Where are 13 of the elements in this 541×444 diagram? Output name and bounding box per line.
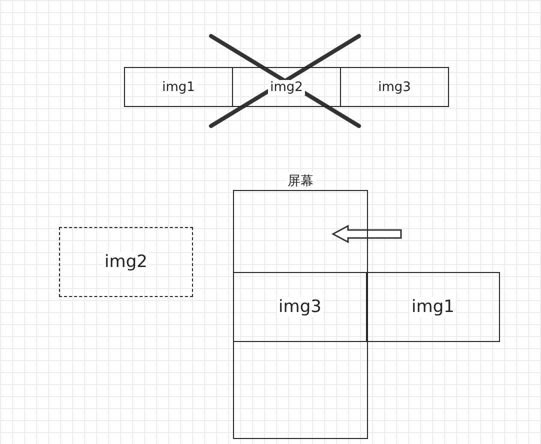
image-label: img3 (376, 80, 413, 94)
image-box (340, 67, 449, 107)
image-box (59, 227, 193, 297)
image-box (366, 272, 500, 342)
image-label: img1 (160, 80, 197, 94)
image-box (124, 67, 233, 107)
screen-label: 屏幕 (286, 172, 316, 190)
image-label: img2 (268, 80, 305, 94)
image-box (232, 272, 368, 342)
image-box (232, 67, 341, 107)
image-label: img2 (102, 252, 150, 272)
image-label: img3 (276, 296, 324, 316)
image-label: img1 (410, 297, 456, 317)
